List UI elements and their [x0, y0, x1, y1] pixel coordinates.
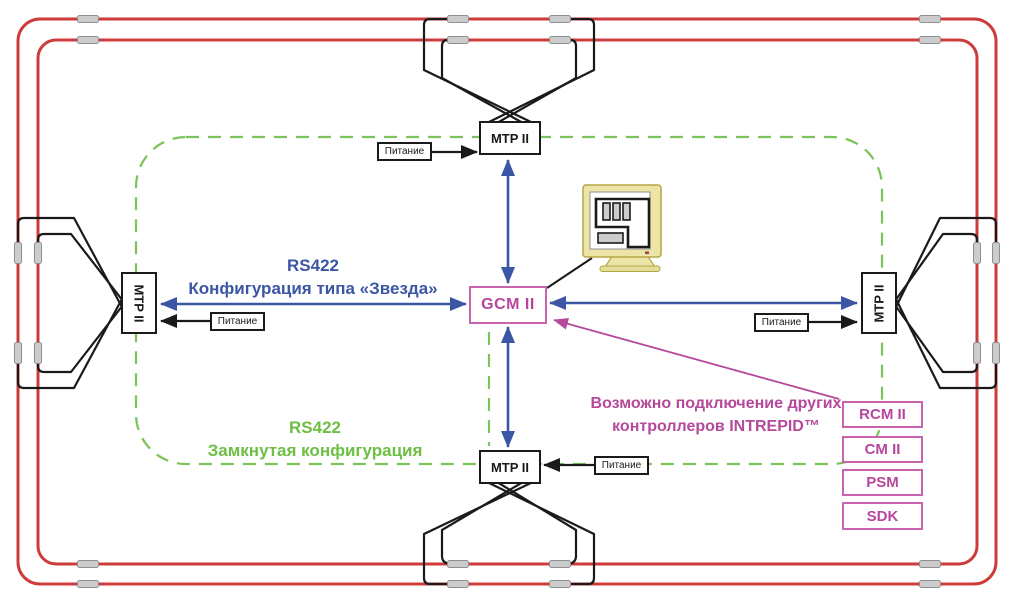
- star-config-line1: RS422: [287, 256, 339, 275]
- cable-splice-connectors: [14, 15, 1000, 588]
- node-mtp-top: MTP II: [479, 121, 541, 155]
- power-box-bottom: Питание: [594, 456, 649, 475]
- monitor-power-led: [645, 251, 649, 254]
- star-config-line2: Конфигурация типа «Звезда»: [188, 279, 438, 298]
- inner-sensor-cable-loop: [36, 38, 979, 566]
- controller-box-sdk-label: SDK: [866, 507, 899, 525]
- gcm-monitor-link: [546, 257, 593, 289]
- controller-box-psm-label: PSM: [866, 474, 899, 491]
- perimeter-sensor-cables: [16, 17, 998, 586]
- power-box-bottom-label: Питание: [601, 460, 642, 471]
- node-mtp-top-label: MTP II: [490, 130, 530, 146]
- power-box-right-label: Питание: [761, 317, 802, 328]
- controller-box-sdk: SDK: [842, 502, 923, 530]
- node-mtp-left: MTP II: [121, 272, 157, 334]
- loop-config-line2: Замкнутая конфигурация: [207, 441, 423, 460]
- controller-box-rcm: RCM II: [842, 401, 923, 428]
- controller-box-rcm-label: RCM II: [859, 406, 906, 423]
- power-box-top: Питание: [377, 142, 432, 161]
- node-mtp-bottom: MTP II: [479, 450, 541, 484]
- power-box-right: Питание: [754, 313, 809, 332]
- controller-box-cm-label: CM II: [864, 441, 901, 458]
- node-mtp-right: MTP II: [861, 272, 897, 334]
- monitor-icon: [582, 184, 662, 272]
- loop-config-line1: RS422: [289, 418, 341, 437]
- power-box-left: Питание: [210, 312, 265, 331]
- note-pointer-arrow: [553, 317, 840, 400]
- controller-box-cm: CM II: [842, 436, 923, 463]
- node-mtp-bottom-label: MTP II: [490, 459, 530, 475]
- power-box-top-label: Питание: [384, 146, 425, 157]
- node-mtp-left-label: MTP II: [131, 283, 147, 323]
- other-controllers-note-line2: контроллеров INTREPID™: [612, 418, 820, 435]
- power-box-left-label: Питание: [217, 316, 258, 327]
- other-controllers-note: Возможно подключение других контроллеров…: [588, 392, 844, 438]
- outer-sensor-cable-loop: [16, 17, 998, 586]
- rs422-star-links: [160, 159, 858, 448]
- node-gcm: GCM II: [469, 286, 547, 324]
- node-mtp-right-label: MTP II: [871, 283, 887, 323]
- other-controllers-note-line1: Возможно подключение других: [590, 395, 842, 412]
- controller-box-psm: PSM: [842, 469, 923, 496]
- node-gcm-label: GCM II: [481, 296, 535, 313]
- loop-config-label: RS422 Замкнутая конфигурация: [190, 416, 440, 462]
- power-feed-arrows: [160, 145, 858, 472]
- star-config-label: RS422 Конфигурация типа «Звезда»: [188, 254, 438, 300]
